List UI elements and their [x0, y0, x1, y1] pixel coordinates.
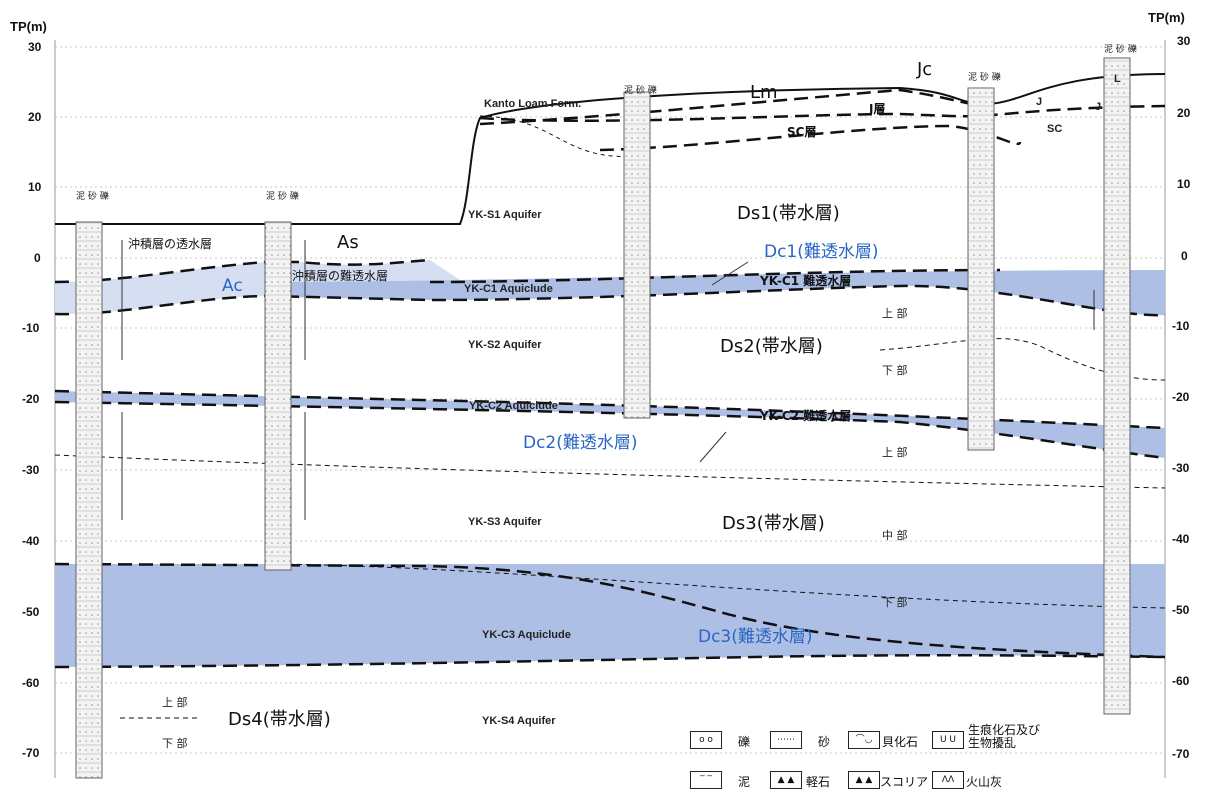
lm-label: Lm [750, 84, 778, 102]
borehole-header: 泥 砂 礫 [266, 193, 299, 202]
y-axis-unit-left: TP(m) [10, 20, 47, 33]
tick-label: 10 [1177, 178, 1190, 190]
dc3-band [55, 564, 1165, 667]
tick-label: -10 [1172, 320, 1189, 332]
yk-c2-jp-label: YK-C2 難透水層 [760, 410, 851, 422]
trace-fossil-symbol-icon: ᑌ ᑌ [932, 731, 964, 749]
tick-label: 10 [28, 181, 41, 193]
tick-label: -10 [22, 322, 39, 334]
yk-c1-jp-label: YK-C1 難透水層 [760, 275, 851, 287]
tick-label: -50 [1172, 604, 1189, 616]
as-label: As [337, 234, 359, 252]
borehole-header: 泥 砂 礫 [624, 87, 657, 96]
borehole-1 [76, 222, 102, 778]
alluvial-permeable-label: 沖積層の透水層 [128, 238, 212, 250]
ds1-label: Ds1(帯水層) [737, 205, 840, 223]
lower-label-1: 下 部 [882, 365, 908, 376]
kanto-loam-label: Kanto Loam Form. [484, 99, 581, 110]
ds4-label: Ds4(帯水層) [228, 711, 331, 729]
pumice-symbol-icon: ▲ ▲ [770, 771, 802, 789]
tick-label: -20 [22, 393, 39, 405]
borehole-2 [265, 222, 291, 570]
tick-label: -30 [1172, 462, 1189, 474]
lower-label-3: 下 部 [162, 738, 188, 749]
legend-label-gravel: 礫 [738, 733, 750, 750]
jc-label: Jc [917, 61, 932, 79]
ds3-label: Ds3(帯水層) [722, 515, 825, 533]
volcanic-ash-symbol-icon: ᐱᐱ [932, 771, 964, 789]
tick-label: -20 [1172, 391, 1189, 403]
tick-label: 20 [1177, 107, 1190, 119]
legend-label-scoria: スコリア [880, 773, 928, 790]
yk-s1-label: YK-S1 Aquifer [468, 210, 542, 221]
scoria-symbol-icon: ▲ ▲ [848, 771, 880, 789]
dc3-label: Dc3(難透水層) [698, 629, 813, 646]
tick-label: 20 [28, 111, 41, 123]
yk-c2-label: YK-C2 Aquiclude [469, 401, 558, 412]
middle-label: 中 部 [882, 530, 908, 541]
l-right-label: L [1114, 74, 1121, 85]
sc-layer-label: SC層 [787, 126, 816, 138]
upper-label-2: 上 部 [882, 447, 908, 458]
yk-s4-label: YK-S4 Aquifer [482, 716, 556, 727]
ds2-label: Ds2(帯水層) [720, 338, 823, 356]
legend-label-sand: 砂 [818, 733, 830, 750]
borehole-3 [624, 92, 650, 418]
shell-fossil-symbol-icon: ⌒◡ [848, 731, 880, 749]
tick-label: -70 [1172, 748, 1189, 760]
borehole-header: 泥 砂 礫 [76, 193, 109, 202]
legend-label-trace-fossil: 生痕化石及び 生物擾乱 [968, 724, 1040, 750]
tick-label: -30 [22, 464, 39, 476]
tick-label: 30 [1177, 35, 1190, 47]
mud-symbol-icon: ‾ ‾ [690, 771, 722, 789]
dc1-label: Dc1(難透水層) [764, 244, 879, 261]
tick-label: -60 [22, 677, 39, 689]
tick-label: 30 [28, 41, 41, 53]
borehole-4 [968, 88, 994, 450]
tick-label: 0 [1181, 250, 1188, 262]
tick-label: 0 [34, 252, 41, 264]
yk-c3-label: YK-C3 Aquiclude [482, 630, 571, 641]
lower-label-2: 下 部 [882, 597, 908, 608]
borehole-5 [1104, 58, 1130, 714]
ac-label: Ac [222, 278, 243, 295]
legend-label-shell-fossil: 貝化石 [882, 733, 918, 750]
sand-symbol-icon: ⋯⋯ [770, 731, 802, 749]
legend-label-pumice: 軽石 [806, 773, 830, 790]
alluvial-impermeable-label: 沖積層の難透水層 [292, 270, 388, 282]
tick-label: -40 [1172, 533, 1189, 545]
borehole-header: 泥 砂 礫 [1104, 46, 1137, 55]
j-layer-label: J層 [869, 103, 885, 115]
upper-label-1: 上 部 [882, 308, 908, 319]
yk-s2-label: YK-S2 Aquifer [468, 340, 542, 351]
yk-c1-label: YK-C1 Aquiclude [464, 284, 553, 295]
tick-label: -70 [22, 747, 39, 759]
borehole-header: 泥 砂 礫 [968, 74, 1001, 83]
gravel-symbol-icon: o o [690, 731, 722, 749]
legend-label-mud: 泥 [738, 773, 750, 790]
legend-label-volcanic-ash: 火山灰 [966, 773, 1002, 790]
tick-label: -60 [1172, 675, 1189, 687]
j-right-label: J [1036, 97, 1042, 108]
y-axis-unit-right: TP(m) [1148, 11, 1185, 24]
tick-label: -50 [22, 606, 39, 618]
dc2-label: Dc2(難透水層) [523, 435, 638, 452]
yk-s3-label: YK-S3 Aquifer [468, 517, 542, 528]
sc-right-label: SC [1047, 124, 1062, 135]
upper-label-3: 上 部 [162, 697, 188, 708]
j-right-label-2: J [1095, 102, 1101, 113]
tick-label: -40 [22, 535, 39, 547]
